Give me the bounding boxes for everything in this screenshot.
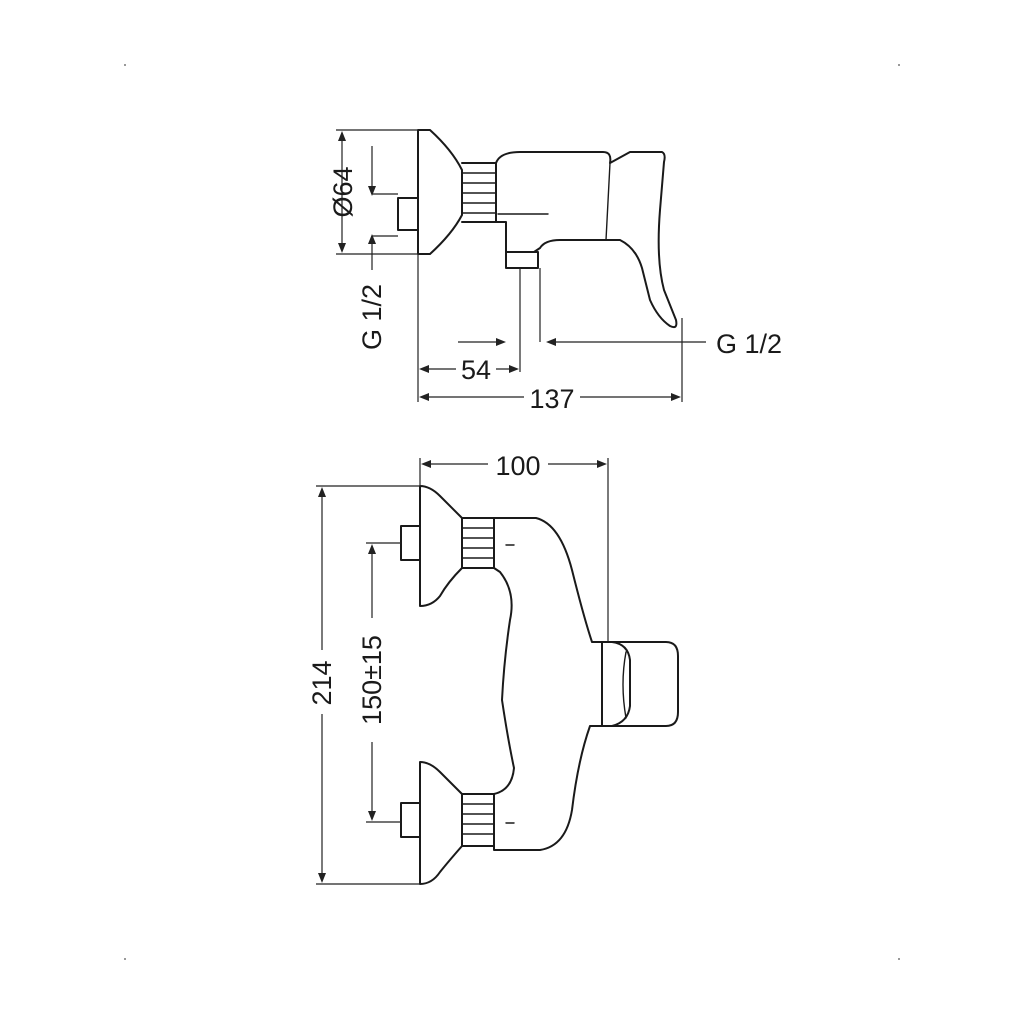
thread-left-label: G 1/2 (357, 284, 387, 350)
diameter-label: Ø64 (328, 166, 358, 217)
front-view (400, 485, 679, 885)
corner-marks (124, 64, 900, 960)
front-handle-knob (601, 641, 679, 727)
side-union-nut (461, 162, 497, 223)
thread-right-label: G 1/2 (716, 329, 782, 359)
front-bottom-inlet (400, 802, 421, 838)
side-mixer-body (495, 151, 678, 329)
side-inlet-stub (397, 197, 419, 231)
body-width-label: 100 (495, 451, 540, 481)
inlet-offset-label: 54 (461, 355, 491, 385)
inlet-spacing-label: 150±15 (357, 635, 387, 725)
front-bottom-flange (419, 761, 463, 885)
front-mixer-body (493, 517, 603, 851)
front-top-inlet (400, 525, 421, 561)
side-dimensions: Ø64 G 1/2 54 G 1/2 137 (328, 129, 782, 414)
front-top-union-nut (461, 517, 515, 569)
front-top-flange (419, 485, 463, 607)
front-dimensions: 100 214 150±15 (307, 451, 609, 885)
total-height-label: 214 (307, 660, 337, 705)
side-outlet (505, 251, 539, 269)
front-bottom-union-nut (461, 793, 515, 847)
side-view (397, 129, 678, 329)
total-depth-label: 137 (529, 384, 574, 414)
side-wall-flange (417, 129, 463, 255)
